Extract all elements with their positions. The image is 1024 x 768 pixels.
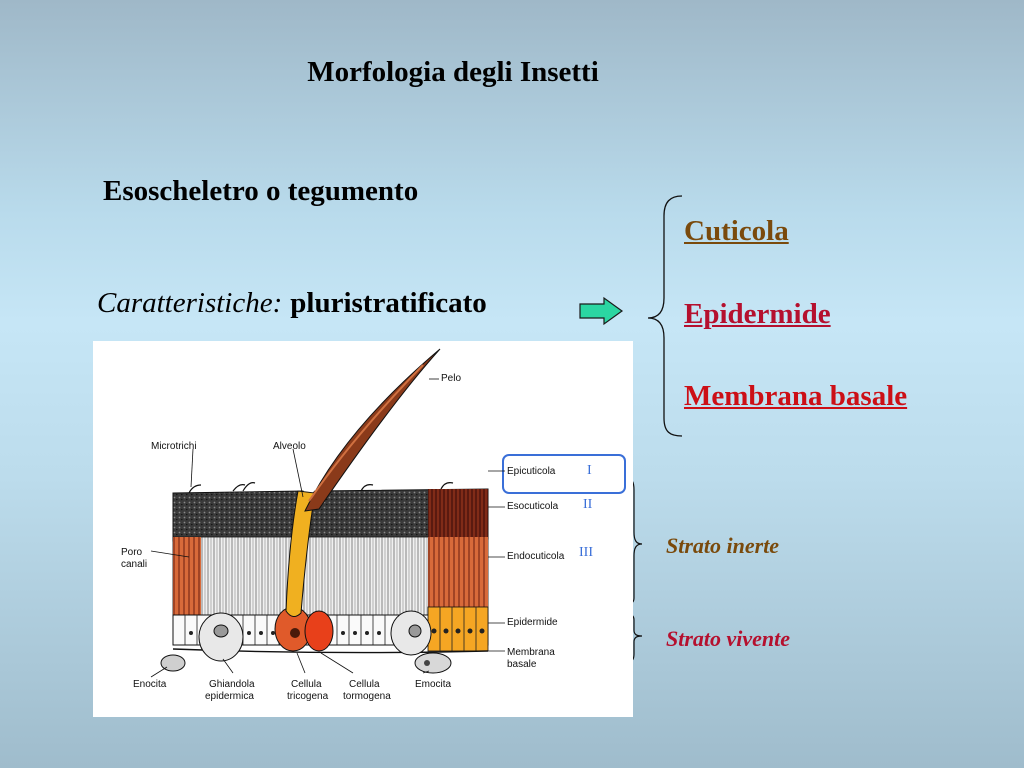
label-membrana: Membrana	[507, 647, 555, 658]
label-epidermide-fig: Epidermide	[507, 617, 558, 628]
label-enocita: Enocita	[133, 679, 167, 690]
roman-1: I	[587, 463, 592, 478]
layer-membrana-basale[interactable]: Membrana basale	[684, 380, 908, 412]
slide-title: Morfologia degli Insetti	[307, 56, 599, 88]
label-ghiandola: Ghiandola	[209, 679, 255, 690]
label-alveolo: Alveolo	[273, 441, 306, 452]
label-pelo: Pelo	[441, 373, 462, 384]
label-epicuticola: Epicuticola	[507, 466, 556, 477]
layer-cuticola[interactable]: Cuticola	[684, 215, 789, 247]
label-esocuticola: Esocuticola	[507, 501, 559, 512]
layer-epidermide[interactable]: Epidermide	[684, 298, 831, 330]
label-basale: basale	[507, 659, 537, 670]
slide-subtitle: Esoscheletro o tegumento	[103, 175, 419, 207]
label-tricogena: tricogena	[287, 691, 329, 702]
label-poro: Poro	[121, 547, 143, 558]
label-epidermica: epidermica	[205, 691, 254, 702]
label-tormogena: tormogena	[343, 691, 391, 702]
right-arrow-icon	[579, 296, 624, 326]
properties-line: Caratteristiche:pluristratificato	[97, 287, 487, 320]
roman-2: II	[583, 497, 593, 512]
label-endocuticola: Endocuticola	[507, 551, 565, 562]
integument-figure: Pelo Microtrichi Alveolo Poro canali Epi…	[93, 341, 633, 717]
label-cellula-1: Cellula	[291, 679, 322, 690]
label-emocita: Emocita	[415, 679, 452, 690]
strato-vivente-label: Strato vivente	[666, 626, 791, 651]
strata-brace-icon	[625, 477, 643, 663]
roman-3: III	[579, 545, 593, 560]
properties-value: pluristratificato	[290, 287, 487, 319]
layers-brace-icon	[647, 195, 683, 437]
integument-diagram	[150, 348, 626, 678]
strato-inerte-label: Strato inerte	[666, 533, 780, 558]
label-cellula-2: Cellula	[349, 679, 380, 690]
properties-label: Caratteristiche:	[97, 287, 283, 319]
label-microtrichi: Microtrichi	[151, 441, 197, 452]
label-canali: canali	[121, 559, 148, 570]
